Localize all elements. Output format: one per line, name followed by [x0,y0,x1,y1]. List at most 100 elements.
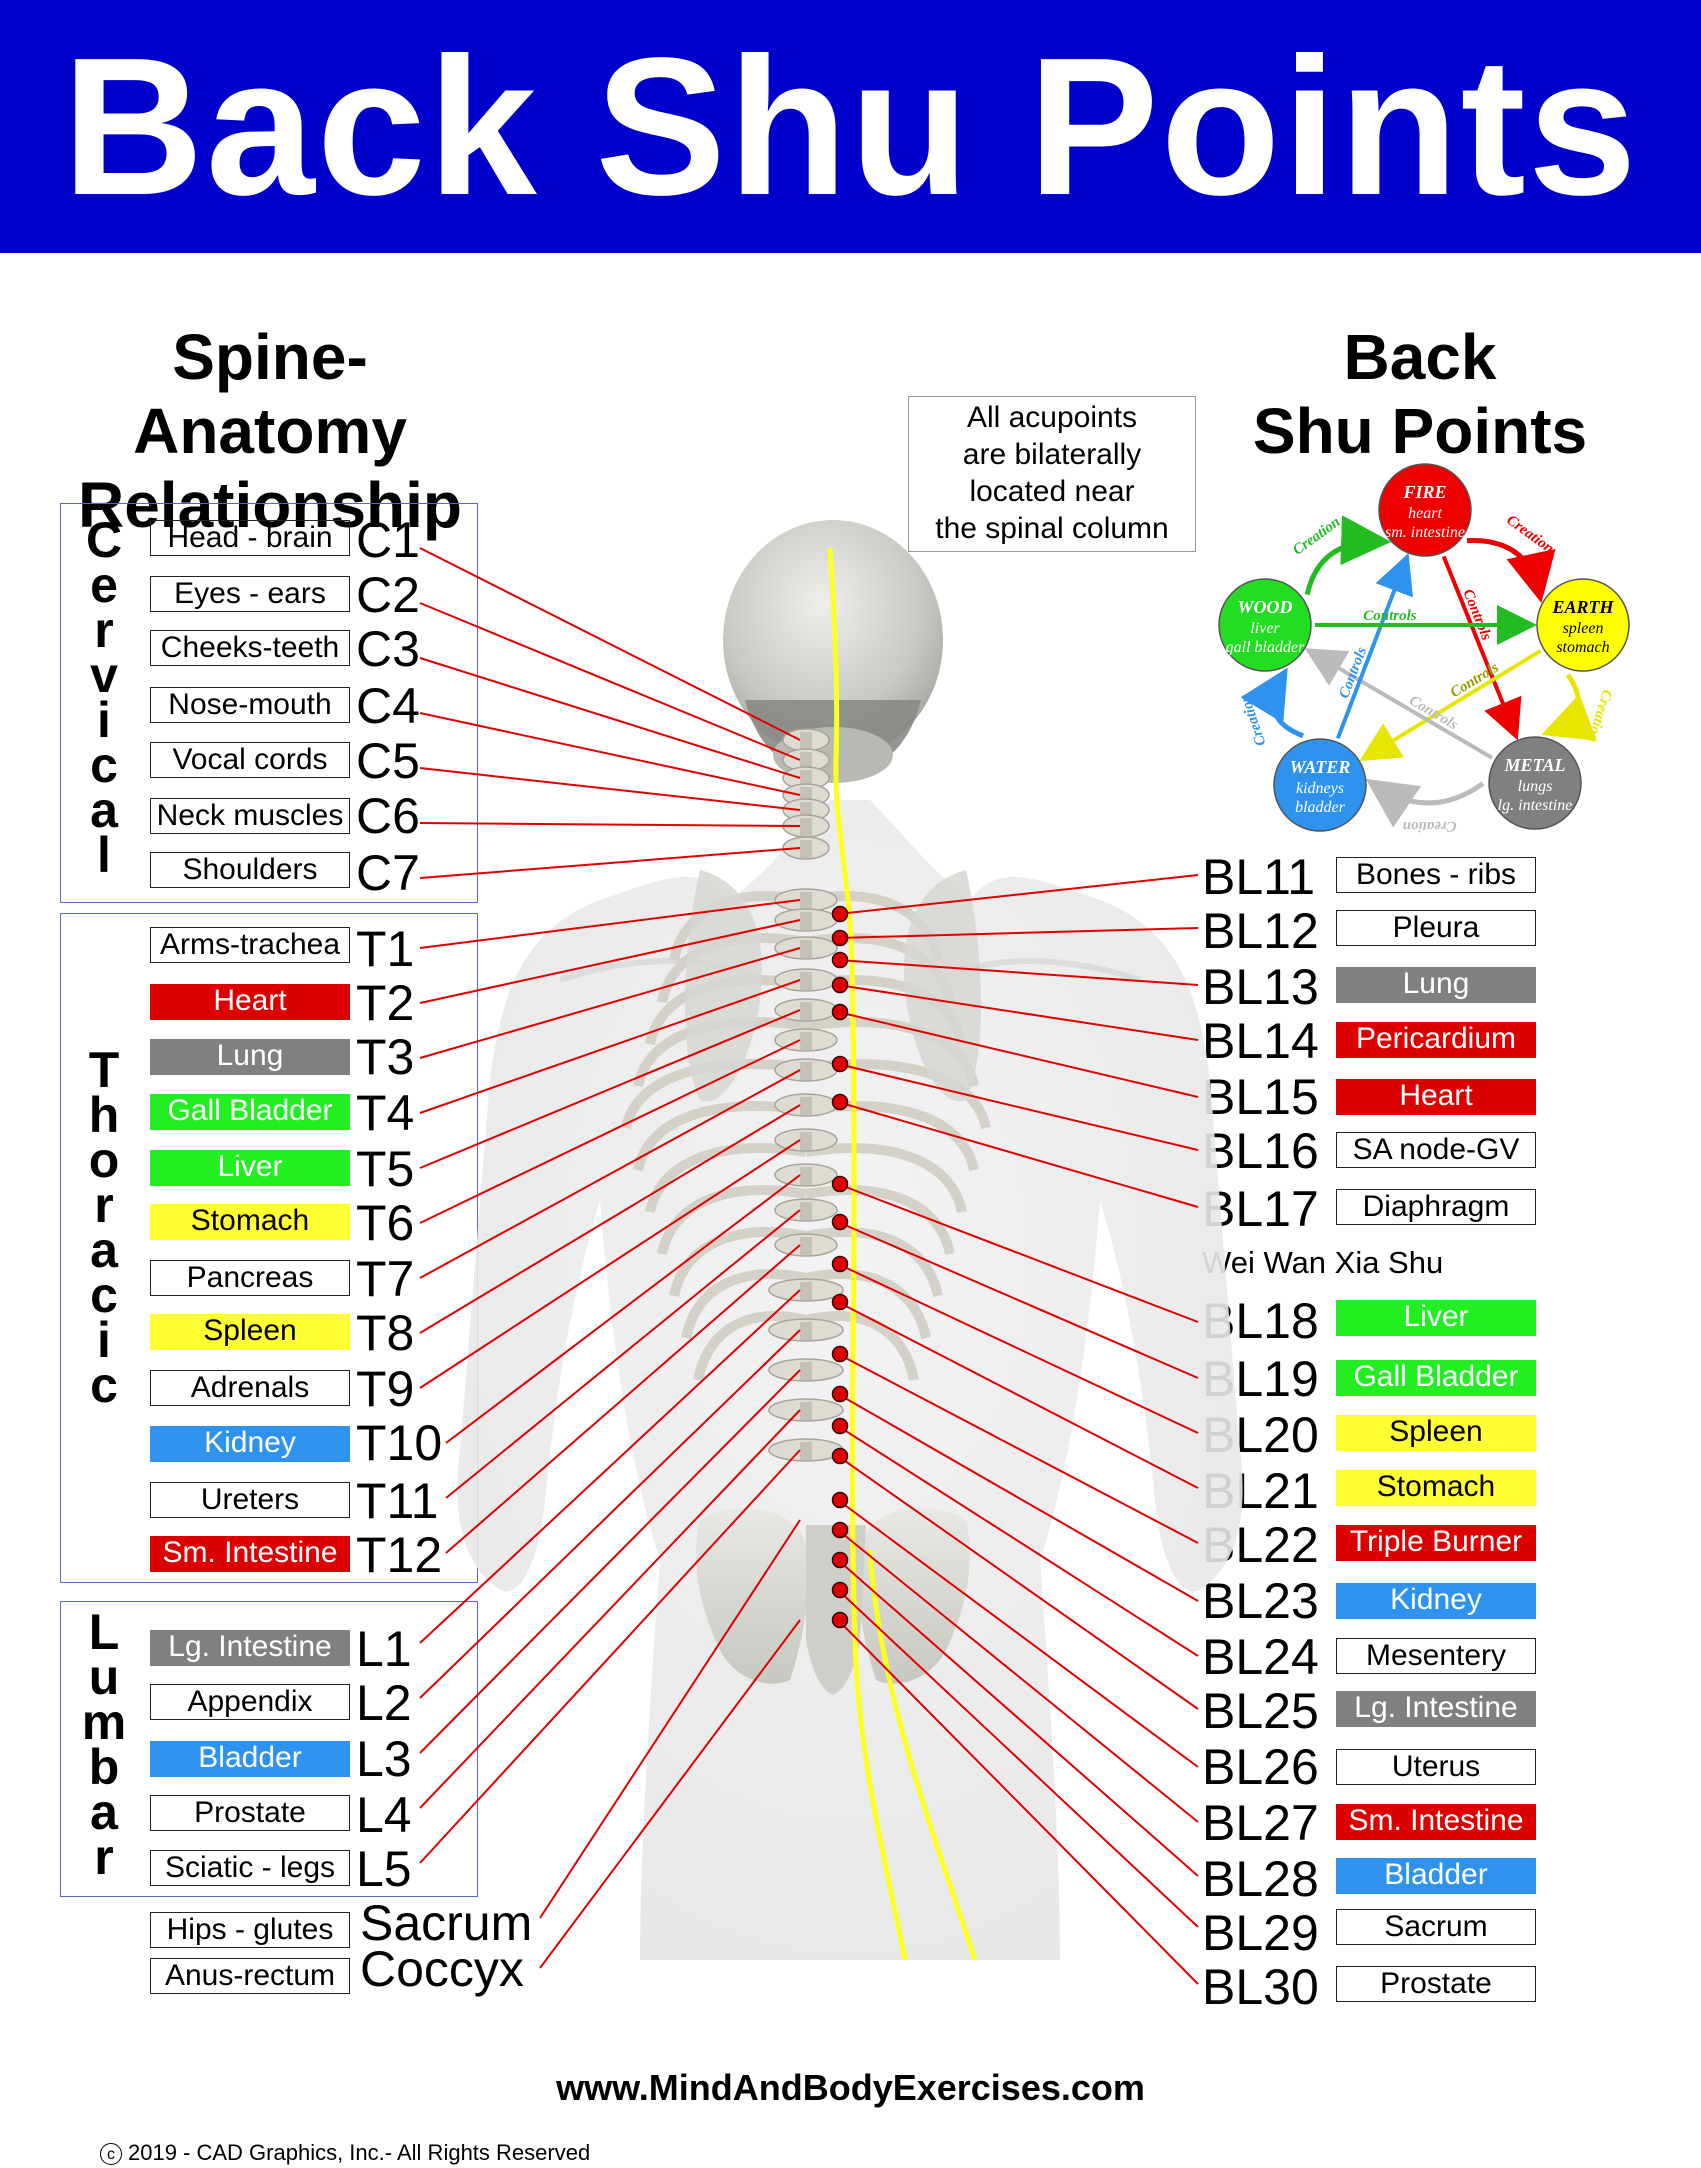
vertebra-organ-label: Eyes - ears [150,576,350,612]
earth-element-organ: spleen [1563,620,1604,637]
vertebra-leader-line [419,712,801,796]
left-rib [633,1101,807,1172]
vertebra-code: L3 [356,1731,412,1787]
vertebra-leader-line [419,947,801,1059]
shu-point-leader-line [837,1183,1199,1323]
controls-arrow [1441,555,1522,741]
shu-point-leader-line [837,1425,1199,1657]
vertebra-organ-label: Head - brain [150,520,350,556]
wei-wan-xia-shu-label: Wei Wan Xia Shu [1202,1245,1444,1280]
shu-point-code: BL29 [1202,1905,1319,1961]
vertebra-code: T9 [356,1361,415,1417]
shu-point-leader-line [837,1301,1199,1489]
vertebra-leader-line [539,1519,801,1919]
vertebra-organ-label: Shoulders [150,852,350,888]
vertebra-organ-label: Neck muscles [150,798,350,834]
wood-element-organ: liver [1250,620,1280,637]
shu-point-organ-label: Spleen [1336,1415,1536,1451]
earth-element-organ: stomach [1556,639,1609,656]
vertebra-code: C7 [356,845,420,901]
bladder-meridian-line [827,547,908,1961]
vertebra-code: T6 [356,1195,415,1251]
vertebra-organ-label: Ureters [150,1482,350,1518]
vertebra-code: T3 [356,1029,415,1085]
acupoint-markers [831,905,849,1629]
shu-point-organ-label: Lg. Intestine [1336,1691,1536,1727]
controls-label: Controls [1460,587,1495,643]
spinous-process [800,1167,812,1185]
creation-arrow [1541,673,1597,741]
acupoint-dot [831,1213,849,1231]
vertebra-code: L1 [356,1621,412,1677]
shu-point-code: BL28 [1202,1851,1319,1907]
vertebra-code: C3 [356,621,420,677]
shu-point-organ-label: Triple Burner [1336,1525,1536,1561]
website-link[interactable]: www.MindAndBodyExercises.com [556,2067,1145,2108]
shu-point-organ-label: Bones - ribs [1336,857,1536,893]
shu-point-leader-line [837,1455,1199,1710]
shu-point-leader-line [837,1529,1199,1823]
acupoint-dot [831,1581,849,1599]
right-rib [805,1185,955,1256]
shu-point-organ-label: Sacrum [1336,1909,1536,1945]
vertebra-code: T8 [356,1305,415,1361]
vertebra-code: T1 [356,921,415,977]
note-line-3: located near [969,475,1135,508]
spinous-process [800,732,812,750]
page-title: Back Shu Points [62,17,1639,236]
shu-point-code: BL16 [1202,1123,1319,1179]
vertebra-organ-label: Hips - glutes [150,1912,350,1948]
vertebra-code: C6 [356,788,420,844]
right-heading: Back Shu Points [1220,320,1620,468]
shu-point-leader-line [837,927,1199,939]
spinous-process [800,1237,812,1255]
shu-point-leader-line [837,1589,1199,1928]
shu-point-organ-label: Prostate [1336,1966,1536,2002]
copyright-symbol: c [100,2143,122,2166]
vertebra-organ-label: Prostate [150,1795,350,1831]
vertebra-organ-label: Gall Bladder [150,1094,350,1130]
right-rib [804,1311,919,1382]
spinous-process [800,1132,812,1150]
acupoint-dot [831,1611,849,1629]
acupoint-dot [831,1491,849,1509]
vertebra-leader-line [419,767,801,811]
spinous-process [800,972,812,990]
vertebra-leader-line [419,919,801,1004]
shu-point-organ-label: Liver [1336,1300,1536,1336]
shu-point-leader-line [837,1063,1199,1151]
cervical-group-box [60,503,478,903]
shu-point-organ-label: Diaphragm [1336,1189,1536,1225]
acupoint-dot [831,1293,849,1311]
shu-point-leader-line [837,1559,1199,1877]
shu-point-leader-line [837,1393,1199,1602]
vertebra-organ-label: Pancreas [150,1260,350,1296]
vertebra-organ-label: Heart [150,984,350,1020]
spinous-process [800,1442,812,1460]
vertebra-code: T12 [356,1527,443,1583]
vertebra-organ-label: Stomach [150,1204,350,1240]
vertebra-code: T10 [356,1415,443,1471]
spinous-process [800,840,812,858]
vertebra-leader-line [419,847,801,879]
shu-point-organ-label: Sm. Intestine [1336,1804,1536,1840]
fire-element-node [1378,463,1472,557]
water-element-organ: bladder [1295,799,1346,816]
vertebra-organ-label: Sciatic - legs [150,1850,350,1886]
shu-point-code: BL30 [1202,1959,1319,2015]
shu-point-organ-label: Pericardium [1336,1022,1536,1058]
shu-point-leader-line [837,1011,1199,1098]
spinous-process [800,818,812,836]
creation-arrow [1466,538,1556,604]
acupoint-dot [831,951,849,969]
right-rib [804,1269,931,1340]
vertebra-code: L4 [356,1787,412,1843]
vertebra-leader-line [419,1009,801,1169]
shu-point-organ-label: SA node-GV [1336,1132,1536,1168]
vertebra-code: Coccyx [360,1941,524,1997]
shu-point-code: BL27 [1202,1795,1319,1851]
